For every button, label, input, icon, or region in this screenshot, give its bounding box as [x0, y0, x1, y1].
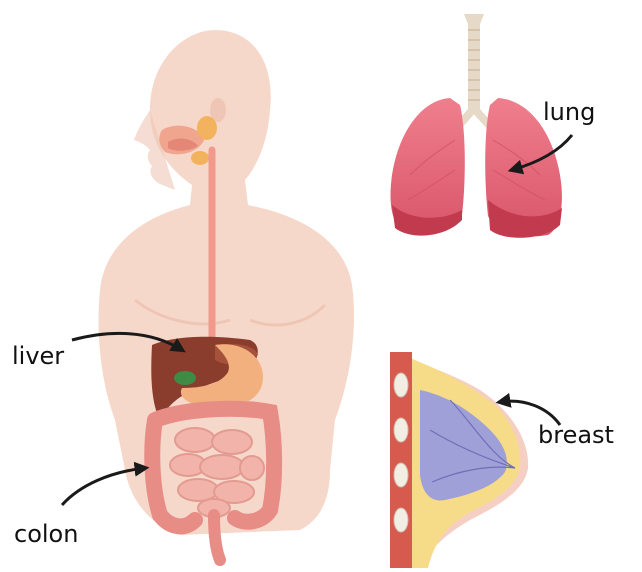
label-breast: breast: [538, 423, 614, 447]
larynx: [464, 14, 484, 24]
breast-cross-section: [390, 352, 528, 568]
salivary-gland: [197, 116, 217, 140]
lungs: [391, 14, 562, 238]
gallbladder: [174, 371, 196, 385]
rectum: [214, 515, 220, 560]
label-colon: colon: [14, 522, 78, 546]
salivary-gland-lower: [191, 151, 209, 165]
label-lung: lung: [543, 100, 595, 124]
label-liver: liver: [12, 344, 64, 368]
